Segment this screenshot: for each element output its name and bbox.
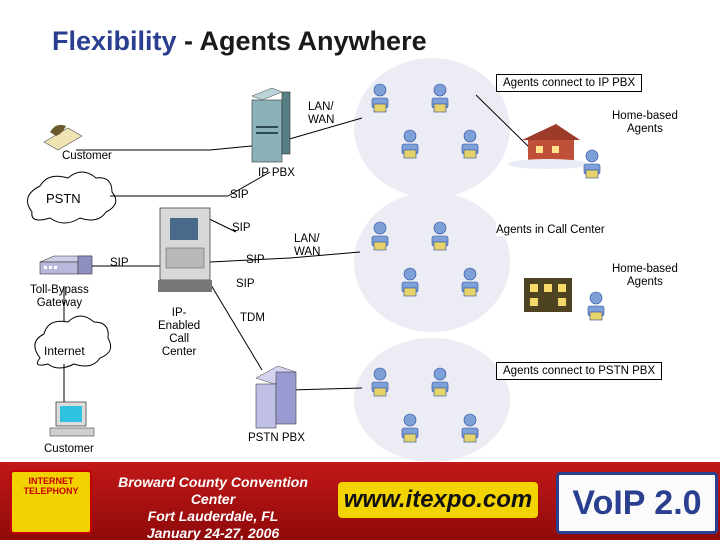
gateway-device xyxy=(39,255,93,275)
agent-icon xyxy=(461,413,479,443)
line-pbx-agents xyxy=(285,117,363,141)
label-lan-wan-mid: LAN/ WAN xyxy=(294,233,321,258)
agent-icon xyxy=(583,149,601,179)
label-tdm: TDM xyxy=(240,312,265,324)
computer-customer xyxy=(49,401,95,437)
label-home-agents-mid: Home-based Agents xyxy=(612,263,678,288)
voip-brand: VoIP 2.0 xyxy=(556,472,718,534)
network-diagram xyxy=(27,58,605,462)
label-sip-3: SIP xyxy=(246,254,265,266)
event-dates: January 24-27, 2006 xyxy=(146,525,280,540)
agent-cloud-ip-pbx xyxy=(354,58,510,198)
label-home-agents-top: Home-based Agents xyxy=(612,110,678,135)
agent-icon xyxy=(371,83,389,113)
event-logo: INTERNET TELEPHONY xyxy=(10,470,92,534)
event-venue: Broward County Convention Center xyxy=(118,474,308,507)
home-house xyxy=(508,124,588,169)
label-sip-4: SIP xyxy=(110,257,129,269)
ip-pbx-server xyxy=(251,87,291,163)
line-pbx-pstn-agents xyxy=(289,387,363,391)
office-building xyxy=(524,278,572,312)
agent-icon xyxy=(401,267,419,297)
event-city: Fort Lauderdale, FL xyxy=(147,508,279,524)
label-lan-wan-top: LAN/ WAN xyxy=(308,101,335,126)
line-lan-agents xyxy=(289,251,361,259)
label-customer-top: Customer xyxy=(62,150,112,162)
line-cc-pstnpbx xyxy=(207,279,263,371)
label-ip-call-center: IP- Enabled Call Center xyxy=(158,307,201,358)
label-pstn: PSTN xyxy=(46,191,81,206)
label-internet: Internet xyxy=(44,344,85,358)
internet-cloud xyxy=(34,315,112,369)
label-sip-1: SIP xyxy=(230,189,249,201)
label-agents-call-center: Agents in Call Center xyxy=(496,224,605,236)
label-ip-pbx: IP PBX xyxy=(258,167,295,179)
label-sip-2: SIP xyxy=(232,222,251,234)
agent-icons xyxy=(371,83,605,443)
agent-icon xyxy=(401,413,419,443)
agent-icon xyxy=(431,221,449,251)
agent-icon xyxy=(431,367,449,397)
label-agents-pstn-pbx: Agents connect to PSTN PBX xyxy=(496,362,663,380)
agent-icon xyxy=(371,221,389,251)
event-banner: INTERNET TELEPHONY Broward County Conven… xyxy=(0,462,720,540)
agent-icon xyxy=(461,267,479,297)
line-sip-pbx xyxy=(227,171,271,197)
agent-cloud-call-center xyxy=(354,192,510,332)
slide-title: Flexibility - Agents Anywhere xyxy=(52,26,427,57)
title-highlight: Flexibility xyxy=(52,26,177,56)
line-internet-home xyxy=(475,94,531,149)
label-sip-5: SIP xyxy=(236,278,255,290)
label-toll-bypass: Toll-Bypass Gateway xyxy=(30,284,89,309)
agent-icon xyxy=(587,291,605,321)
label-customer-bottom: Customer xyxy=(44,443,94,455)
connections xyxy=(63,94,531,404)
pstn-pbx-server xyxy=(255,365,297,429)
pstn-cloud xyxy=(27,171,117,224)
agent-icon xyxy=(461,129,479,159)
line-cc-lan xyxy=(209,257,291,263)
telephone-customer xyxy=(43,124,83,151)
agent-icon xyxy=(431,83,449,113)
agent-icon xyxy=(401,129,419,159)
agent-icon xyxy=(371,367,389,397)
label-pstn-pbx: PSTN PBX xyxy=(248,432,305,444)
title-rest: - Agents Anywhere xyxy=(176,26,427,56)
event-details: Broward County Convention Center Fort La… xyxy=(98,474,328,540)
agent-cloud-pstn-pbx xyxy=(354,338,510,462)
call-center-server xyxy=(158,207,212,292)
event-url: www.itexpo.com xyxy=(338,482,538,518)
label-agents-ip-pbx: Agents connect to IP PBX xyxy=(496,74,643,92)
